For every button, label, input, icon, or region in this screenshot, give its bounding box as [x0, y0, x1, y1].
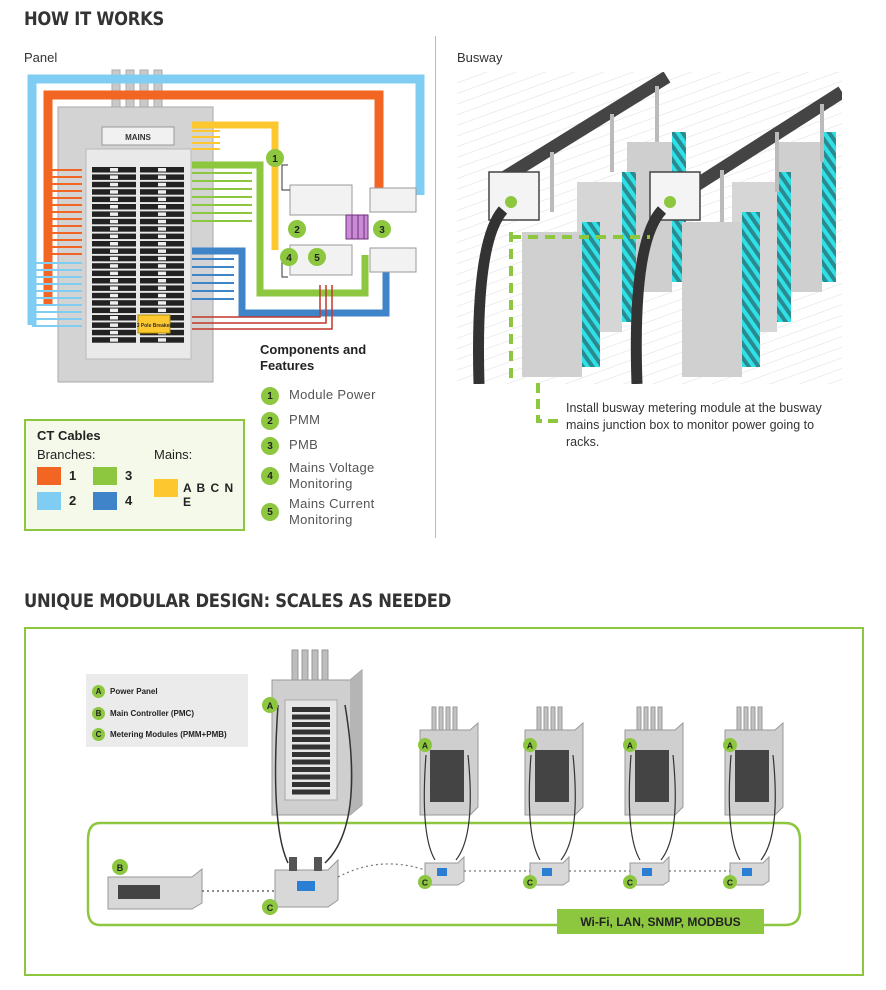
svg-text:A: A	[527, 741, 533, 751]
mains-cable-label: Mains:	[154, 447, 193, 462]
busway-diagram	[457, 72, 842, 384]
branch-1-swatch	[37, 467, 61, 485]
badge-5-text: 5	[314, 253, 320, 264]
how-it-works-title: HOW IT WORKS	[24, 8, 165, 30]
component-item: 1 Module Power	[261, 387, 376, 405]
legend-item: C Metering Modules (PMM+PMB)	[92, 728, 227, 741]
branch-4-label: 4	[125, 493, 133, 508]
badge-4	[280, 248, 298, 266]
legend-item: A Power Panel	[92, 685, 158, 698]
legend-item: B Main Controller (PMC)	[92, 707, 194, 720]
panel-wiring-diagram: MAINS 3 Pole Breaker 1 2 3 4 5	[27, 69, 425, 383]
svg-text:A: A	[727, 741, 733, 751]
busway-description: Install busway metering module at the bu…	[566, 401, 822, 449]
svg-text:C: C	[627, 878, 633, 888]
svg-text:C: C	[422, 878, 428, 888]
legend-label: Main Controller (PMC)	[110, 709, 194, 718]
badge-1	[266, 149, 284, 167]
component-item: 4 Mains Voltage Monitoring	[261, 460, 399, 492]
badge-a-main-text: A	[267, 701, 274, 711]
components-title: Components and Features	[260, 342, 367, 373]
small-power-panel: AC	[523, 706, 584, 889]
svg-text:A: A	[627, 741, 633, 751]
badge-3	[373, 220, 391, 238]
network-protocols-label: Wi-Fi, LAN, SNMP, MODBUS	[557, 909, 764, 934]
badge-b	[112, 859, 128, 875]
component-label: PMB	[289, 437, 319, 452]
small-power-panel: AC	[723, 706, 784, 889]
legend-badge: C	[92, 728, 105, 741]
component-badge: 4	[261, 467, 279, 485]
badge-2	[288, 220, 306, 238]
mains-label: MAINS	[125, 133, 151, 142]
modular-legend	[86, 674, 248, 747]
component-item: 5 Mains Current Monitoring	[261, 496, 399, 528]
branch-4-swatch	[93, 492, 117, 510]
branch-2-label: 2	[69, 493, 77, 508]
component-item: 3 PMB	[261, 437, 318, 455]
ct-cables-legend: CT Cables Branches: Mains: 1 2 3 4 A B C…	[24, 419, 245, 531]
branches-label: Branches:	[37, 447, 96, 462]
panel-label: Panel	[24, 50, 58, 65]
svg-text:C: C	[727, 878, 733, 888]
component-label: Module Power	[289, 387, 376, 402]
branch-1-label: 1	[69, 468, 77, 483]
legend-badge: A	[92, 685, 105, 698]
busway-label: Busway	[457, 50, 503, 65]
badge-3-text: 3	[379, 225, 385, 236]
busway-callout-line	[536, 383, 563, 423]
modular-design-title: UNIQUE MODULAR DESIGN: SCALES AS NEEDED	[24, 590, 452, 612]
component-item: 2 PMM	[261, 412, 320, 430]
badge-1-text: 1	[272, 154, 278, 165]
ct-cables-title: CT Cables	[37, 428, 101, 443]
mains-swatch	[154, 479, 178, 497]
component-badge: 3	[261, 437, 279, 455]
legend-label: Metering Modules (PMM+PMB)	[110, 730, 227, 739]
svg-text:A: A	[422, 741, 428, 751]
badge-b-text: B	[117, 863, 124, 873]
badge-c-main	[262, 899, 278, 915]
badge-c-main-text: C	[267, 903, 274, 913]
branch-3-swatch	[93, 467, 117, 485]
legend-label: Power Panel	[110, 687, 158, 696]
badge-a-main	[262, 697, 278, 713]
section-divider	[435, 36, 436, 538]
component-label: Mains Current Monitoring	[289, 496, 375, 527]
branch-2-swatch	[37, 492, 61, 510]
small-power-panel: AC	[418, 706, 479, 889]
modular-design-frame	[24, 627, 864, 976]
legend-badge: B	[92, 707, 105, 720]
svg-text:C: C	[527, 878, 533, 888]
component-badge: 5	[261, 503, 279, 521]
component-badge: 1	[261, 387, 279, 405]
branch-3-label: 3	[125, 468, 133, 483]
badge-5	[308, 248, 326, 266]
component-label: PMM	[289, 412, 321, 427]
badge-2-text: 2	[294, 225, 300, 236]
component-label: Mains Voltage Monitoring	[289, 460, 375, 491]
small-power-panel: AC	[623, 706, 684, 889]
badge-4-text: 4	[286, 253, 292, 264]
component-badge: 2	[261, 412, 279, 430]
mains-phases-label: A B C N E	[183, 481, 235, 509]
breaker-label: 3 Pole Breaker	[137, 323, 172, 329]
